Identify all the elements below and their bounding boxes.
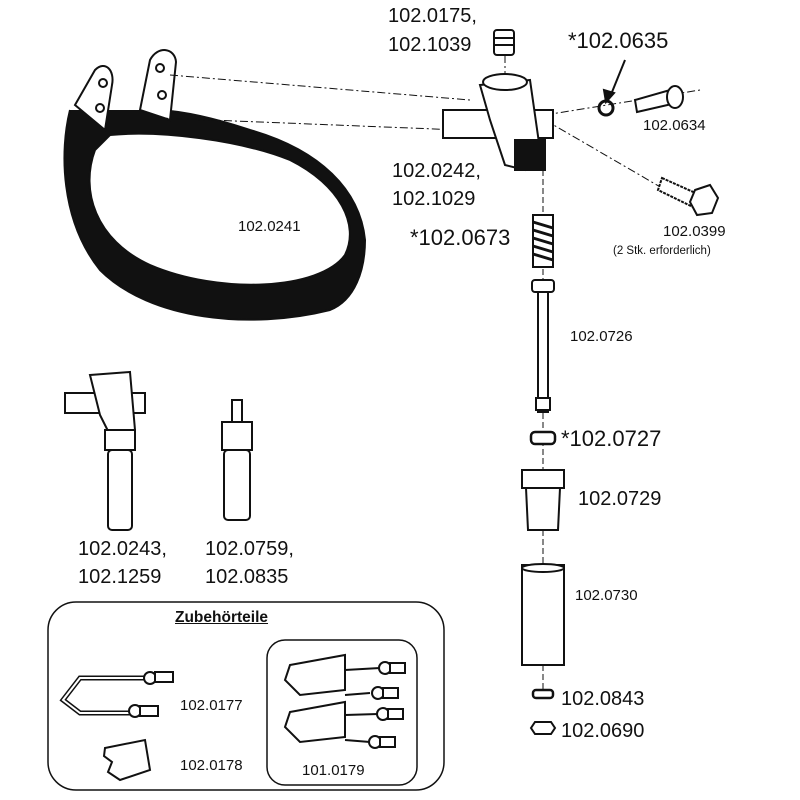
accessories-box	[47, 601, 445, 791]
washer-drawing	[529, 430, 557, 446]
label-small-nut: 102.0690	[561, 720, 645, 742]
nut-sleeve-drawing	[521, 469, 565, 531]
label-clamp-set: 101.0179	[302, 762, 365, 779]
label-spring: *102.0673	[410, 225, 511, 250]
tube-drawing	[521, 563, 565, 666]
label-bowl: 102.0241	[238, 218, 301, 235]
label-alt-valve-a-2: 102.1259	[78, 566, 162, 588]
label-nozzle-1: 102.0175,	[388, 5, 477, 27]
clamp-set-box	[266, 639, 418, 786]
label-u-bolt: 102.0177	[180, 697, 243, 714]
small-nut-drawing	[529, 721, 557, 735]
bolt-drawing	[656, 176, 720, 217]
bowl-drawing	[63, 49, 367, 321]
alt-valve-b-drawing	[221, 399, 253, 521]
label-valve-stem: 102.0726	[570, 328, 633, 345]
pointer-arrow	[609, 59, 626, 98]
clamp-set-drawing	[283, 653, 406, 749]
label-bolt-note: (2 Stk. erforderlich)	[613, 245, 711, 257]
accessories-title: Zubehörteile	[175, 609, 269, 626]
label-bolt: 102.0399	[663, 223, 726, 240]
label-nut-sleeve: 102.0729	[578, 488, 662, 510]
label-tube: 102.0730	[575, 587, 638, 604]
small-washer-drawing	[531, 688, 555, 700]
label-alt-valve-a-1: 102.0243,	[78, 538, 167, 560]
label-clamp: 102.0178	[180, 757, 243, 774]
label-screw-pin: 102.0634	[643, 117, 706, 134]
label-valve-body-1: 102.0242,	[392, 160, 481, 182]
u-bolt-drawing	[59, 671, 174, 718]
label-washer: *102.0727	[561, 426, 662, 451]
label-nozzle-2: 102.1039	[388, 34, 472, 56]
screw-pin-drawing	[633, 85, 684, 114]
label-valve-body-2: 102.1029	[392, 188, 476, 210]
label-alt-valve-b-1: 102.0759,	[205, 538, 294, 560]
valve-body-drawing	[442, 73, 554, 172]
label-small-washer: 102.0843	[561, 688, 645, 710]
label-seal-ring: *102.0635	[568, 28, 669, 53]
clamp-drawing	[102, 738, 152, 782]
nozzle-drawing	[493, 29, 515, 56]
valve-stem-drawing	[531, 279, 555, 413]
alt-valve-a-drawing	[64, 370, 146, 531]
label-alt-valve-b-2: 102.0835	[205, 566, 289, 588]
spring-drawing	[532, 214, 554, 268]
